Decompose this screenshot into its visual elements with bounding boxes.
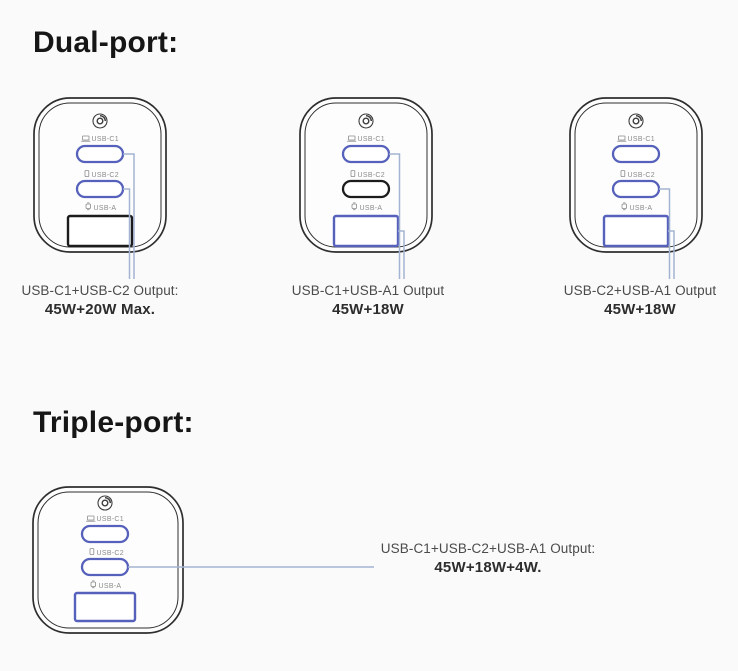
port-label-usb-c2: USB-C2 bbox=[620, 170, 655, 179]
charger-figure-dual-c1-a1: USB-C1 USB-C2 USB-A bbox=[299, 97, 433, 279]
brand-logo-icon bbox=[92, 113, 108, 129]
usb-c2-port bbox=[75, 179, 125, 199]
port-label-usb-a: USB-A bbox=[85, 202, 117, 212]
phone-icon bbox=[350, 170, 356, 177]
caption-watts: 45W+20W Max. bbox=[44, 301, 156, 318]
watch-icon bbox=[351, 203, 357, 209]
laptop-icon bbox=[618, 135, 626, 141]
usb-c1-port bbox=[75, 144, 125, 164]
port-label-text: USB-A bbox=[94, 205, 117, 212]
connector-line-c1 bbox=[389, 153, 401, 279]
section-title-triple-port: Triple-port: bbox=[33, 406, 194, 439]
charger-figure-dual-c2-a1: USB-C1 USB-C2 USB-A bbox=[569, 97, 703, 279]
port-label-text: USB-C2 bbox=[97, 550, 124, 557]
watch-icon bbox=[621, 203, 627, 209]
usb-c2-port bbox=[341, 179, 391, 199]
laptop-icon bbox=[348, 135, 356, 141]
brand-logo-icon bbox=[628, 113, 644, 129]
connector-line-a1 bbox=[398, 230, 405, 279]
watch-icon-band bbox=[353, 202, 356, 211]
port-label-text: USB-C2 bbox=[628, 172, 655, 179]
phone-icon bbox=[84, 170, 90, 177]
caption-ports: USB-C1+USB-C2 Output: bbox=[21, 283, 179, 298]
brand-logo-icon bbox=[358, 113, 374, 129]
brand-logo-icon bbox=[97, 495, 113, 511]
port-label-usb-c1: USB-C1 bbox=[617, 135, 655, 143]
output-caption-3: USB-C2+USB-A1 Output 45W+18W bbox=[540, 283, 738, 318]
phone-icon bbox=[89, 548, 95, 555]
usb-a-port bbox=[66, 214, 134, 248]
port-label-usb-a: USB-A bbox=[90, 580, 122, 590]
port-label-usb-c1: USB-C1 bbox=[81, 135, 119, 143]
watch-icon-band bbox=[92, 580, 95, 589]
output-caption-4: USB-C1+USB-C2+USB-A1 Output: 45W+18W+4W. bbox=[368, 541, 608, 576]
usb-a-port bbox=[332, 214, 400, 248]
port-label-text: USB-C2 bbox=[358, 172, 385, 179]
output-caption-2: USB-C1+USB-A1 Output 45W+18W bbox=[268, 283, 468, 318]
port-label-usb-c2: USB-C2 bbox=[350, 170, 385, 179]
watch-icon bbox=[90, 581, 96, 587]
output-caption-1: USB-C1+USB-C2 Output: 45W+20W Max. bbox=[0, 283, 200, 318]
watch-icon-band bbox=[623, 202, 626, 211]
usb-a-port bbox=[73, 591, 137, 623]
laptop-icon bbox=[87, 515, 95, 521]
usb-c2-port bbox=[80, 557, 130, 577]
port-label-text: USB-C1 bbox=[97, 516, 124, 523]
caption-watts: 45W+18W bbox=[604, 301, 676, 318]
port-label-usb-a: USB-A bbox=[621, 202, 653, 212]
port-label-usb-c1: USB-C1 bbox=[347, 135, 385, 143]
caption-watts: 45W+18W bbox=[332, 301, 404, 318]
caption-ports: USB-C2+USB-A1 Output bbox=[563, 283, 717, 298]
caption-watts: 45W+18W+4W. bbox=[434, 559, 542, 576]
watch-icon-band bbox=[87, 202, 90, 211]
connector-line-c2 bbox=[659, 188, 671, 279]
phone-icon bbox=[620, 170, 626, 177]
connector-line-a1 bbox=[668, 230, 675, 279]
usb-a-port bbox=[602, 214, 670, 248]
charger-shell-outer bbox=[33, 97, 167, 253]
connector-line-c1 bbox=[123, 153, 135, 279]
port-label-usb-c2: USB-C2 bbox=[89, 548, 124, 557]
usb-c1-port bbox=[341, 144, 391, 164]
laptop-icon bbox=[82, 135, 90, 141]
port-label-text: USB-C2 bbox=[92, 172, 119, 179]
port-label-text: USB-A bbox=[360, 205, 383, 212]
port-label-text: USB-C1 bbox=[628, 136, 655, 143]
port-label-text: USB-A bbox=[99, 583, 122, 590]
charger-figure-dual-c1-c2: USB-C1 USB-C2 USB-A bbox=[33, 97, 167, 279]
caption-ports: USB-C1+USB-C2+USB-A1 Output: bbox=[380, 541, 596, 556]
caption-ports: USB-C1+USB-A1 Output bbox=[291, 283, 445, 298]
usb-c1-port bbox=[611, 144, 661, 164]
port-label-text: USB-A bbox=[630, 205, 653, 212]
port-label-usb-a: USB-A bbox=[351, 202, 383, 212]
port-label-usb-c2: USB-C2 bbox=[84, 170, 119, 179]
usb-c1-port bbox=[80, 524, 130, 544]
port-label-text: USB-C1 bbox=[92, 136, 119, 143]
port-label-usb-c1: USB-C1 bbox=[86, 515, 124, 523]
charger-shell-inner bbox=[37, 491, 179, 629]
port-label-text: USB-C1 bbox=[358, 136, 385, 143]
section-title-dual-port: Dual-port: bbox=[33, 26, 179, 59]
connector-line-c2 bbox=[123, 188, 131, 279]
usb-c2-port bbox=[611, 179, 661, 199]
charger-figure-triple: USB-C1 USB-C2 USB-A bbox=[32, 486, 374, 634]
watch-icon bbox=[85, 203, 91, 209]
